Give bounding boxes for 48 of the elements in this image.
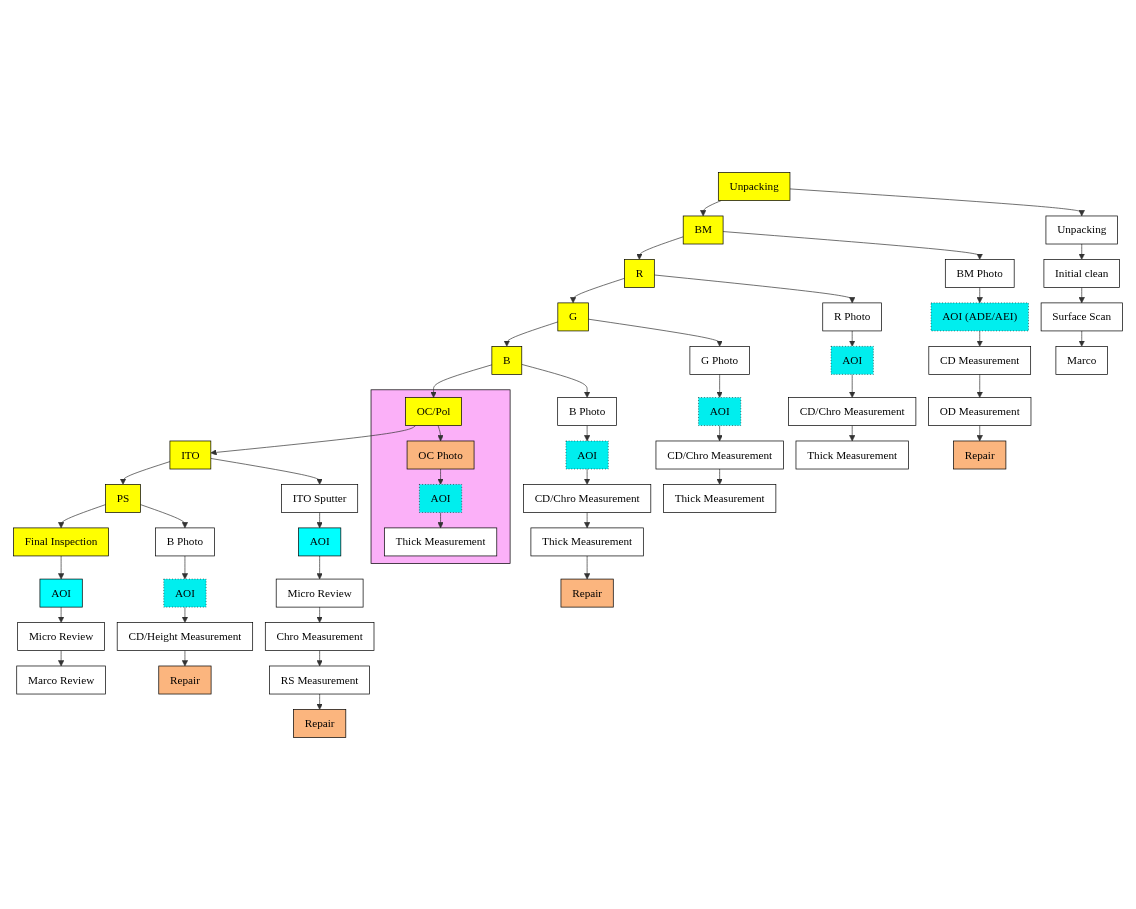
node-box: OC/Pol bbox=[405, 396, 462, 426]
node-box: OC Photo bbox=[406, 440, 475, 469]
node-box: Repair bbox=[293, 708, 347, 738]
node-box: RS Measurement bbox=[269, 665, 370, 694]
node-box: Chro Measurement bbox=[264, 621, 375, 651]
node-box: Unpacking bbox=[718, 171, 791, 201]
node-box: CD/Chro Measurement bbox=[523, 483, 652, 513]
node-box: Thick Measurement bbox=[663, 483, 777, 513]
node-box: Marco bbox=[1055, 345, 1108, 375]
node-box: AOI (ADE/AEI) bbox=[930, 302, 1029, 331]
node-box: G bbox=[557, 302, 589, 331]
node-box: Initial clean bbox=[1043, 258, 1120, 288]
node-box: AOI bbox=[419, 483, 463, 513]
node-box: Thick Measurement bbox=[530, 527, 644, 556]
node-box: OD Measurement bbox=[928, 396, 1032, 426]
node-box: Surface Scan bbox=[1040, 302, 1123, 331]
node-box: Marco Review bbox=[16, 665, 106, 694]
node-box: AOI bbox=[39, 578, 83, 607]
node-box: Repair bbox=[953, 440, 1007, 469]
node-box: ITO bbox=[169, 440, 212, 469]
node-box: CD/Chro Measurement bbox=[788, 396, 917, 426]
node-box: B Photo bbox=[557, 396, 617, 426]
node-box: Micro Review bbox=[17, 621, 105, 651]
cluster bbox=[370, 388, 511, 564]
node-box: AOI bbox=[163, 578, 207, 607]
node-box: PS bbox=[105, 483, 141, 513]
node-box: Repair bbox=[158, 665, 212, 694]
node-box: B bbox=[491, 345, 523, 375]
node-box: AOI bbox=[298, 527, 342, 556]
node-box: R Photo bbox=[822, 302, 882, 331]
node-box: Unpacking bbox=[1045, 215, 1118, 244]
node-box: AOI bbox=[830, 345, 874, 375]
node-box: Repair bbox=[560, 578, 614, 607]
node-box: Thick Measurement bbox=[384, 527, 498, 556]
node-box: Micro Review bbox=[275, 578, 364, 607]
node-box: ITO Sputter bbox=[281, 483, 359, 513]
node-box: AOI bbox=[565, 440, 609, 469]
node-box: G Photo bbox=[689, 345, 750, 375]
node-box: CD/Height Measurement bbox=[116, 621, 254, 651]
node-box: Thick Measurement bbox=[795, 440, 909, 469]
node-box: BM Photo bbox=[944, 258, 1015, 288]
node-box: CD Measurement bbox=[928, 345, 1031, 375]
node-box: AOI bbox=[698, 396, 742, 426]
node-box: BM bbox=[682, 215, 724, 244]
node-box: R bbox=[624, 258, 655, 288]
node-box: B Photo bbox=[155, 527, 215, 556]
node-box: Final Inspection bbox=[13, 527, 109, 556]
node-box: CD/Chro Measurement bbox=[655, 440, 784, 469]
